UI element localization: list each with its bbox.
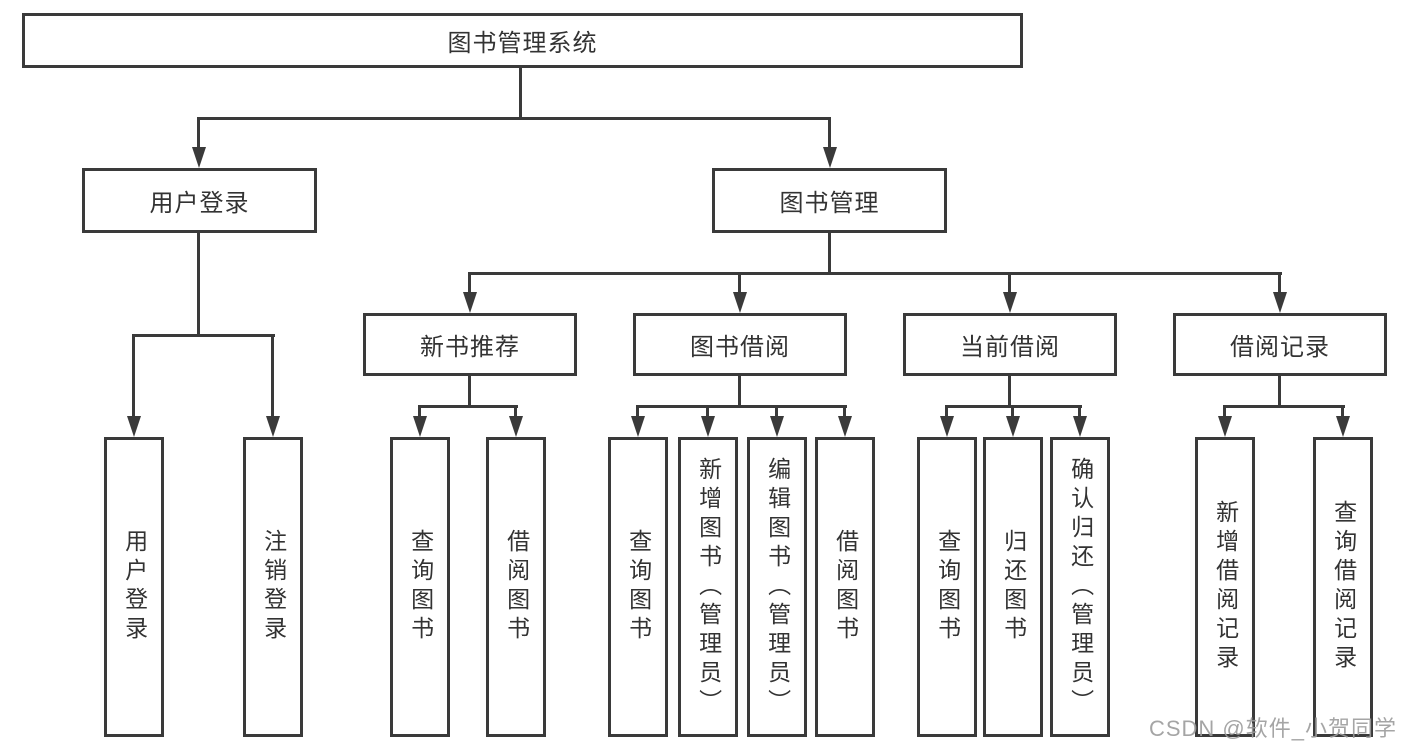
connector-line xyxy=(738,375,741,407)
node-book-borrowing: 图书借阅 xyxy=(633,313,847,376)
arrowhead-down-icon xyxy=(1006,416,1020,437)
connector-line xyxy=(1341,405,1344,419)
node-label: 图书管理系统 xyxy=(447,30,598,57)
connector-line xyxy=(197,117,831,120)
connector-line xyxy=(132,334,275,337)
connector-line xyxy=(1008,272,1011,294)
arrowhead-down-icon xyxy=(823,147,837,168)
arrowhead-down-icon xyxy=(509,416,523,437)
leaf-edit-book-admin: 编辑图书（管理员） xyxy=(747,437,807,737)
connector-line xyxy=(945,405,948,419)
arrowhead-down-icon xyxy=(413,416,427,437)
leaf-logout: 注销登录 xyxy=(243,437,303,737)
connector-line xyxy=(1278,375,1281,407)
leaf-query-books-borrow: 查询图书 xyxy=(608,437,668,737)
arrowhead-down-icon xyxy=(266,416,280,437)
connector-line xyxy=(706,405,709,419)
leaf-label: 归还图书 xyxy=(1000,529,1027,645)
leaf-query-borrow-record: 查询借阅记录 xyxy=(1313,437,1373,737)
node-label: 图书管理 xyxy=(779,190,880,217)
node-new-book-recommend: 新书推荐 xyxy=(363,313,577,376)
connector-line xyxy=(843,405,846,419)
connector-line xyxy=(132,334,135,418)
arrowhead-down-icon xyxy=(770,416,784,437)
leaf-label: 编辑图书（管理员） xyxy=(764,456,791,718)
csdn-watermark: CSDN @软件_小贺同学 xyxy=(1148,716,1397,741)
node-label: 图书借阅 xyxy=(690,334,790,361)
leaf-add-book-admin: 新增图书（管理员） xyxy=(678,437,738,737)
arrowhead-down-icon xyxy=(192,147,206,168)
connector-line xyxy=(519,67,522,119)
leaf-confirm-return-admin: 确认归还（管理员） xyxy=(1050,437,1110,737)
arrowhead-down-icon xyxy=(463,292,477,313)
connector-line xyxy=(828,117,831,150)
connector-line xyxy=(197,231,200,336)
connector-line xyxy=(636,405,847,408)
arrowhead-down-icon xyxy=(127,416,141,437)
node-book-management: 图书管理 xyxy=(712,168,947,233)
leaf-label: 查询图书 xyxy=(625,529,652,645)
leaf-label: 查询借阅记录 xyxy=(1330,500,1357,674)
connector-line xyxy=(1223,405,1345,408)
connector-line xyxy=(418,405,518,408)
leaf-label: 新增图书（管理员） xyxy=(695,456,722,718)
connector-line xyxy=(1011,405,1014,419)
node-user-login: 用户登录 xyxy=(82,168,317,233)
arrowhead-down-icon xyxy=(631,416,645,437)
connector-line xyxy=(1078,405,1081,419)
connector-line xyxy=(1223,405,1226,419)
leaf-user-login: 用户登录 xyxy=(104,437,164,737)
leaf-label: 查询图书 xyxy=(934,529,961,645)
leaf-query-books-recommend: 查询图书 xyxy=(390,437,450,737)
connector-line xyxy=(197,117,200,150)
arrowhead-down-icon xyxy=(838,416,852,437)
connector-line xyxy=(418,405,421,419)
node-label: 当前借阅 xyxy=(960,334,1060,361)
arrowhead-down-icon xyxy=(733,292,747,313)
node-label: 新书推荐 xyxy=(420,334,520,361)
connector-line xyxy=(636,405,639,419)
leaf-label: 注销登录 xyxy=(260,529,287,645)
leaf-label: 查询图书 xyxy=(407,529,434,645)
connector-line xyxy=(514,405,517,419)
arrowhead-down-icon xyxy=(940,416,954,437)
arrowhead-down-icon xyxy=(1336,416,1350,437)
arrowhead-down-icon xyxy=(1273,292,1287,313)
connector-line xyxy=(271,334,274,418)
leaf-add-borrow-record: 新增借阅记录 xyxy=(1195,437,1255,737)
connector-line xyxy=(738,272,741,294)
node-library-management-system: 图书管理系统 xyxy=(22,13,1023,68)
node-current-borrowing: 当前借阅 xyxy=(903,313,1117,376)
arrowhead-down-icon xyxy=(1073,416,1087,437)
connector-line xyxy=(468,272,1282,275)
leaf-label: 借阅图书 xyxy=(832,529,859,645)
node-borrow-records: 借阅记录 xyxy=(1173,313,1387,376)
arrowhead-down-icon xyxy=(701,416,715,437)
connector-line xyxy=(828,232,831,274)
leaf-label: 确认归还（管理员） xyxy=(1067,456,1094,718)
arrowhead-down-icon xyxy=(1003,292,1017,313)
connector-line xyxy=(468,272,471,294)
leaf-borrow-books: 借阅图书 xyxy=(815,437,875,737)
node-label: 借阅记录 xyxy=(1230,334,1330,361)
node-label: 用户登录 xyxy=(149,190,250,217)
leaf-return-book: 归还图书 xyxy=(983,437,1043,737)
connector-line xyxy=(1008,375,1011,407)
connector-line xyxy=(1278,272,1281,294)
leaf-label: 用户登录 xyxy=(121,529,148,645)
leaf-label: 新增借阅记录 xyxy=(1212,500,1239,674)
arrowhead-down-icon xyxy=(1218,416,1232,437)
leaf-query-books-current: 查询图书 xyxy=(917,437,977,737)
leaf-label: 借阅图书 xyxy=(503,529,530,645)
leaf-borrow-books-recommend: 借阅图书 xyxy=(486,437,546,737)
connector-line xyxy=(775,405,778,419)
connector-line xyxy=(468,375,471,407)
